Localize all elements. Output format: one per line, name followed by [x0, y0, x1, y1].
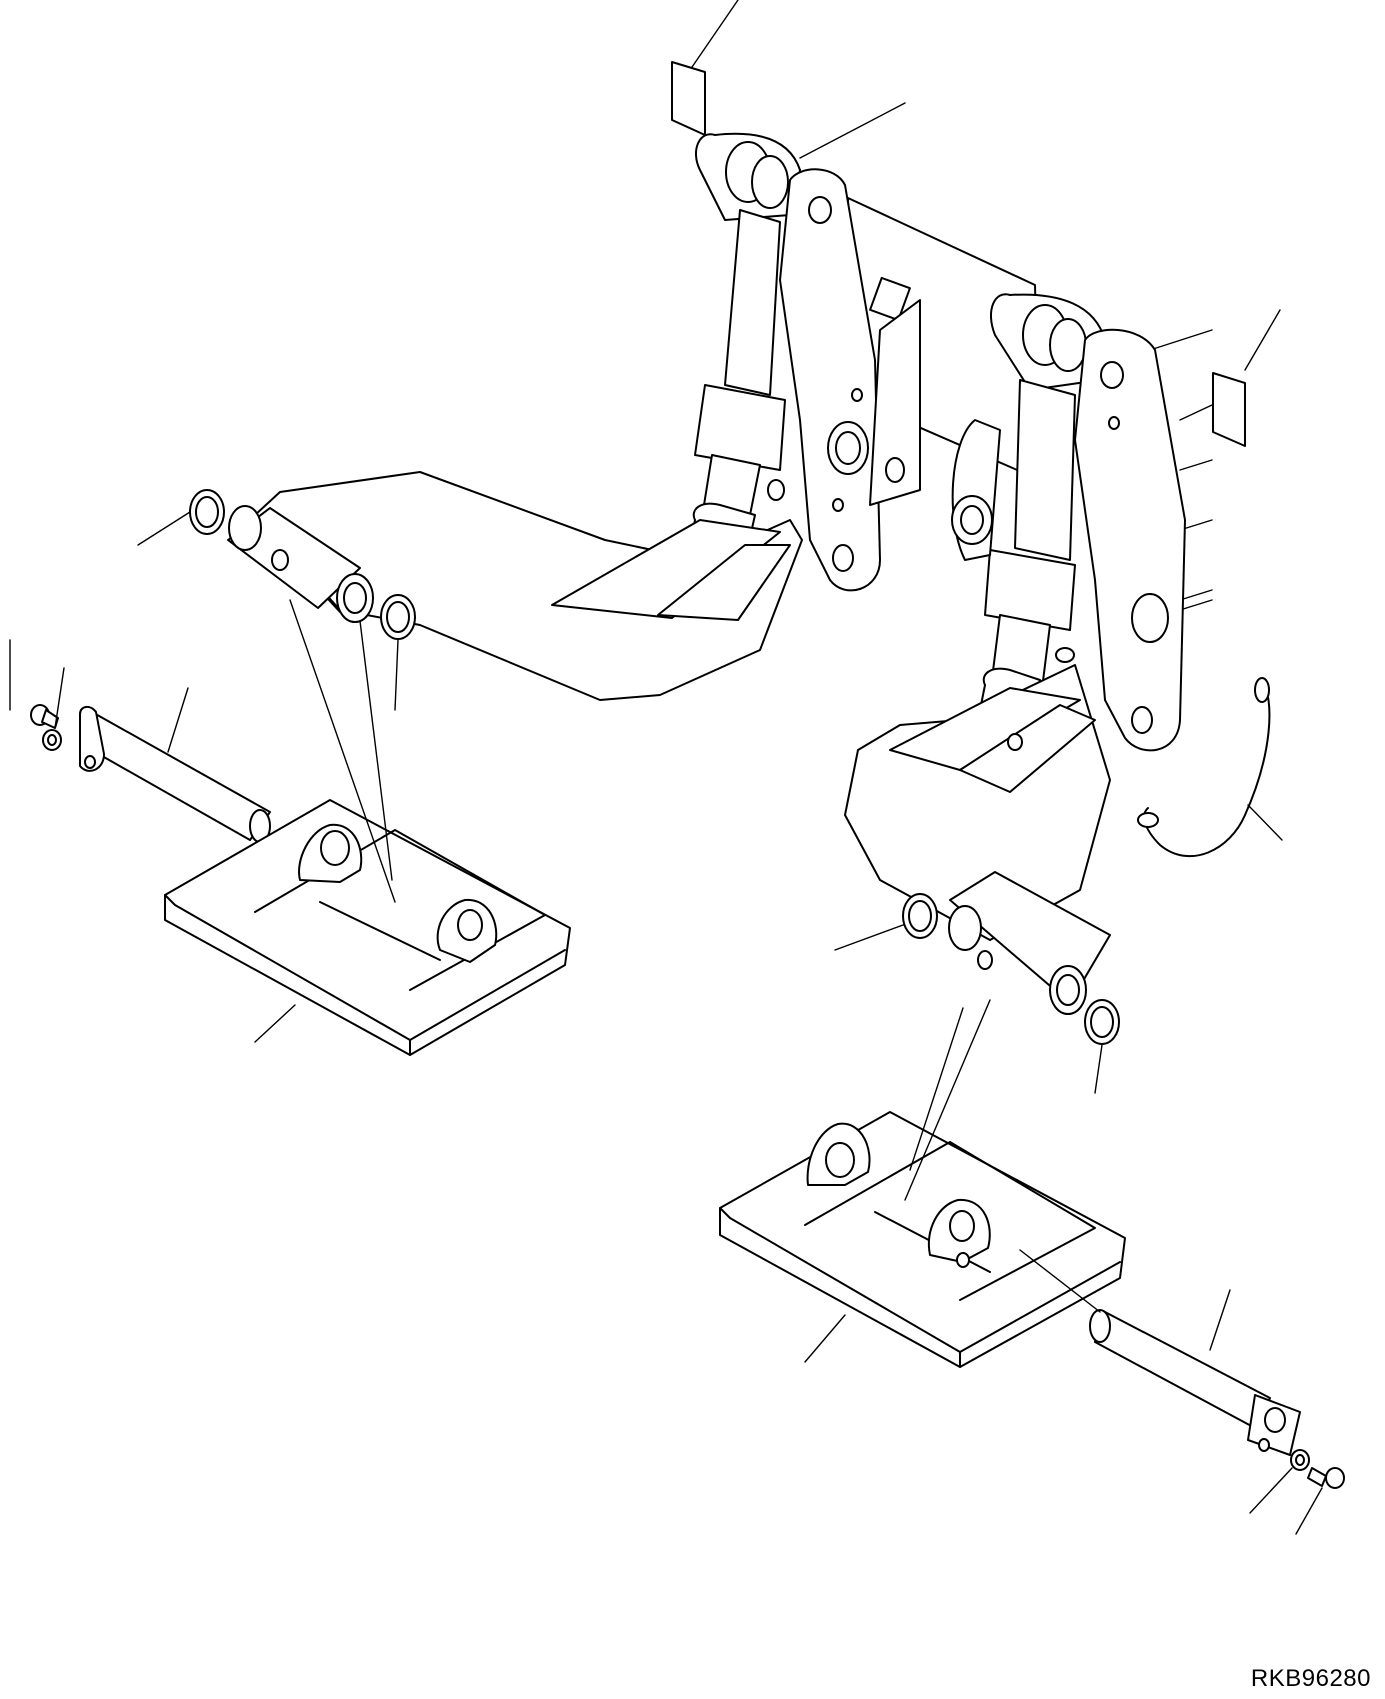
pin-right [1020, 1250, 1300, 1455]
label-plate-right [1213, 310, 1280, 446]
bolt-left [10, 640, 58, 728]
track-shoe-right [720, 1000, 1125, 1367]
center-bracket [870, 300, 920, 505]
drawing-reference-code: RKB96280 [1250, 1665, 1371, 1692]
pin-left [80, 688, 330, 858]
link-plate-left [780, 169, 880, 590]
wire-loop [1138, 678, 1282, 856]
track-shoe-left [165, 600, 570, 1055]
boom-arm-left [228, 472, 802, 700]
link-plate-right [952, 330, 1185, 751]
bracket-clip [870, 278, 910, 320]
hydraulic-cylinder-right [980, 294, 1105, 720]
snap-ring [138, 490, 1119, 1093]
label-plate-left [672, 0, 738, 135]
boom-arm-right [845, 665, 1110, 1014]
washer-right [1250, 1450, 1309, 1513]
bolt-right [1296, 1468, 1344, 1534]
washer-left [43, 668, 64, 750]
